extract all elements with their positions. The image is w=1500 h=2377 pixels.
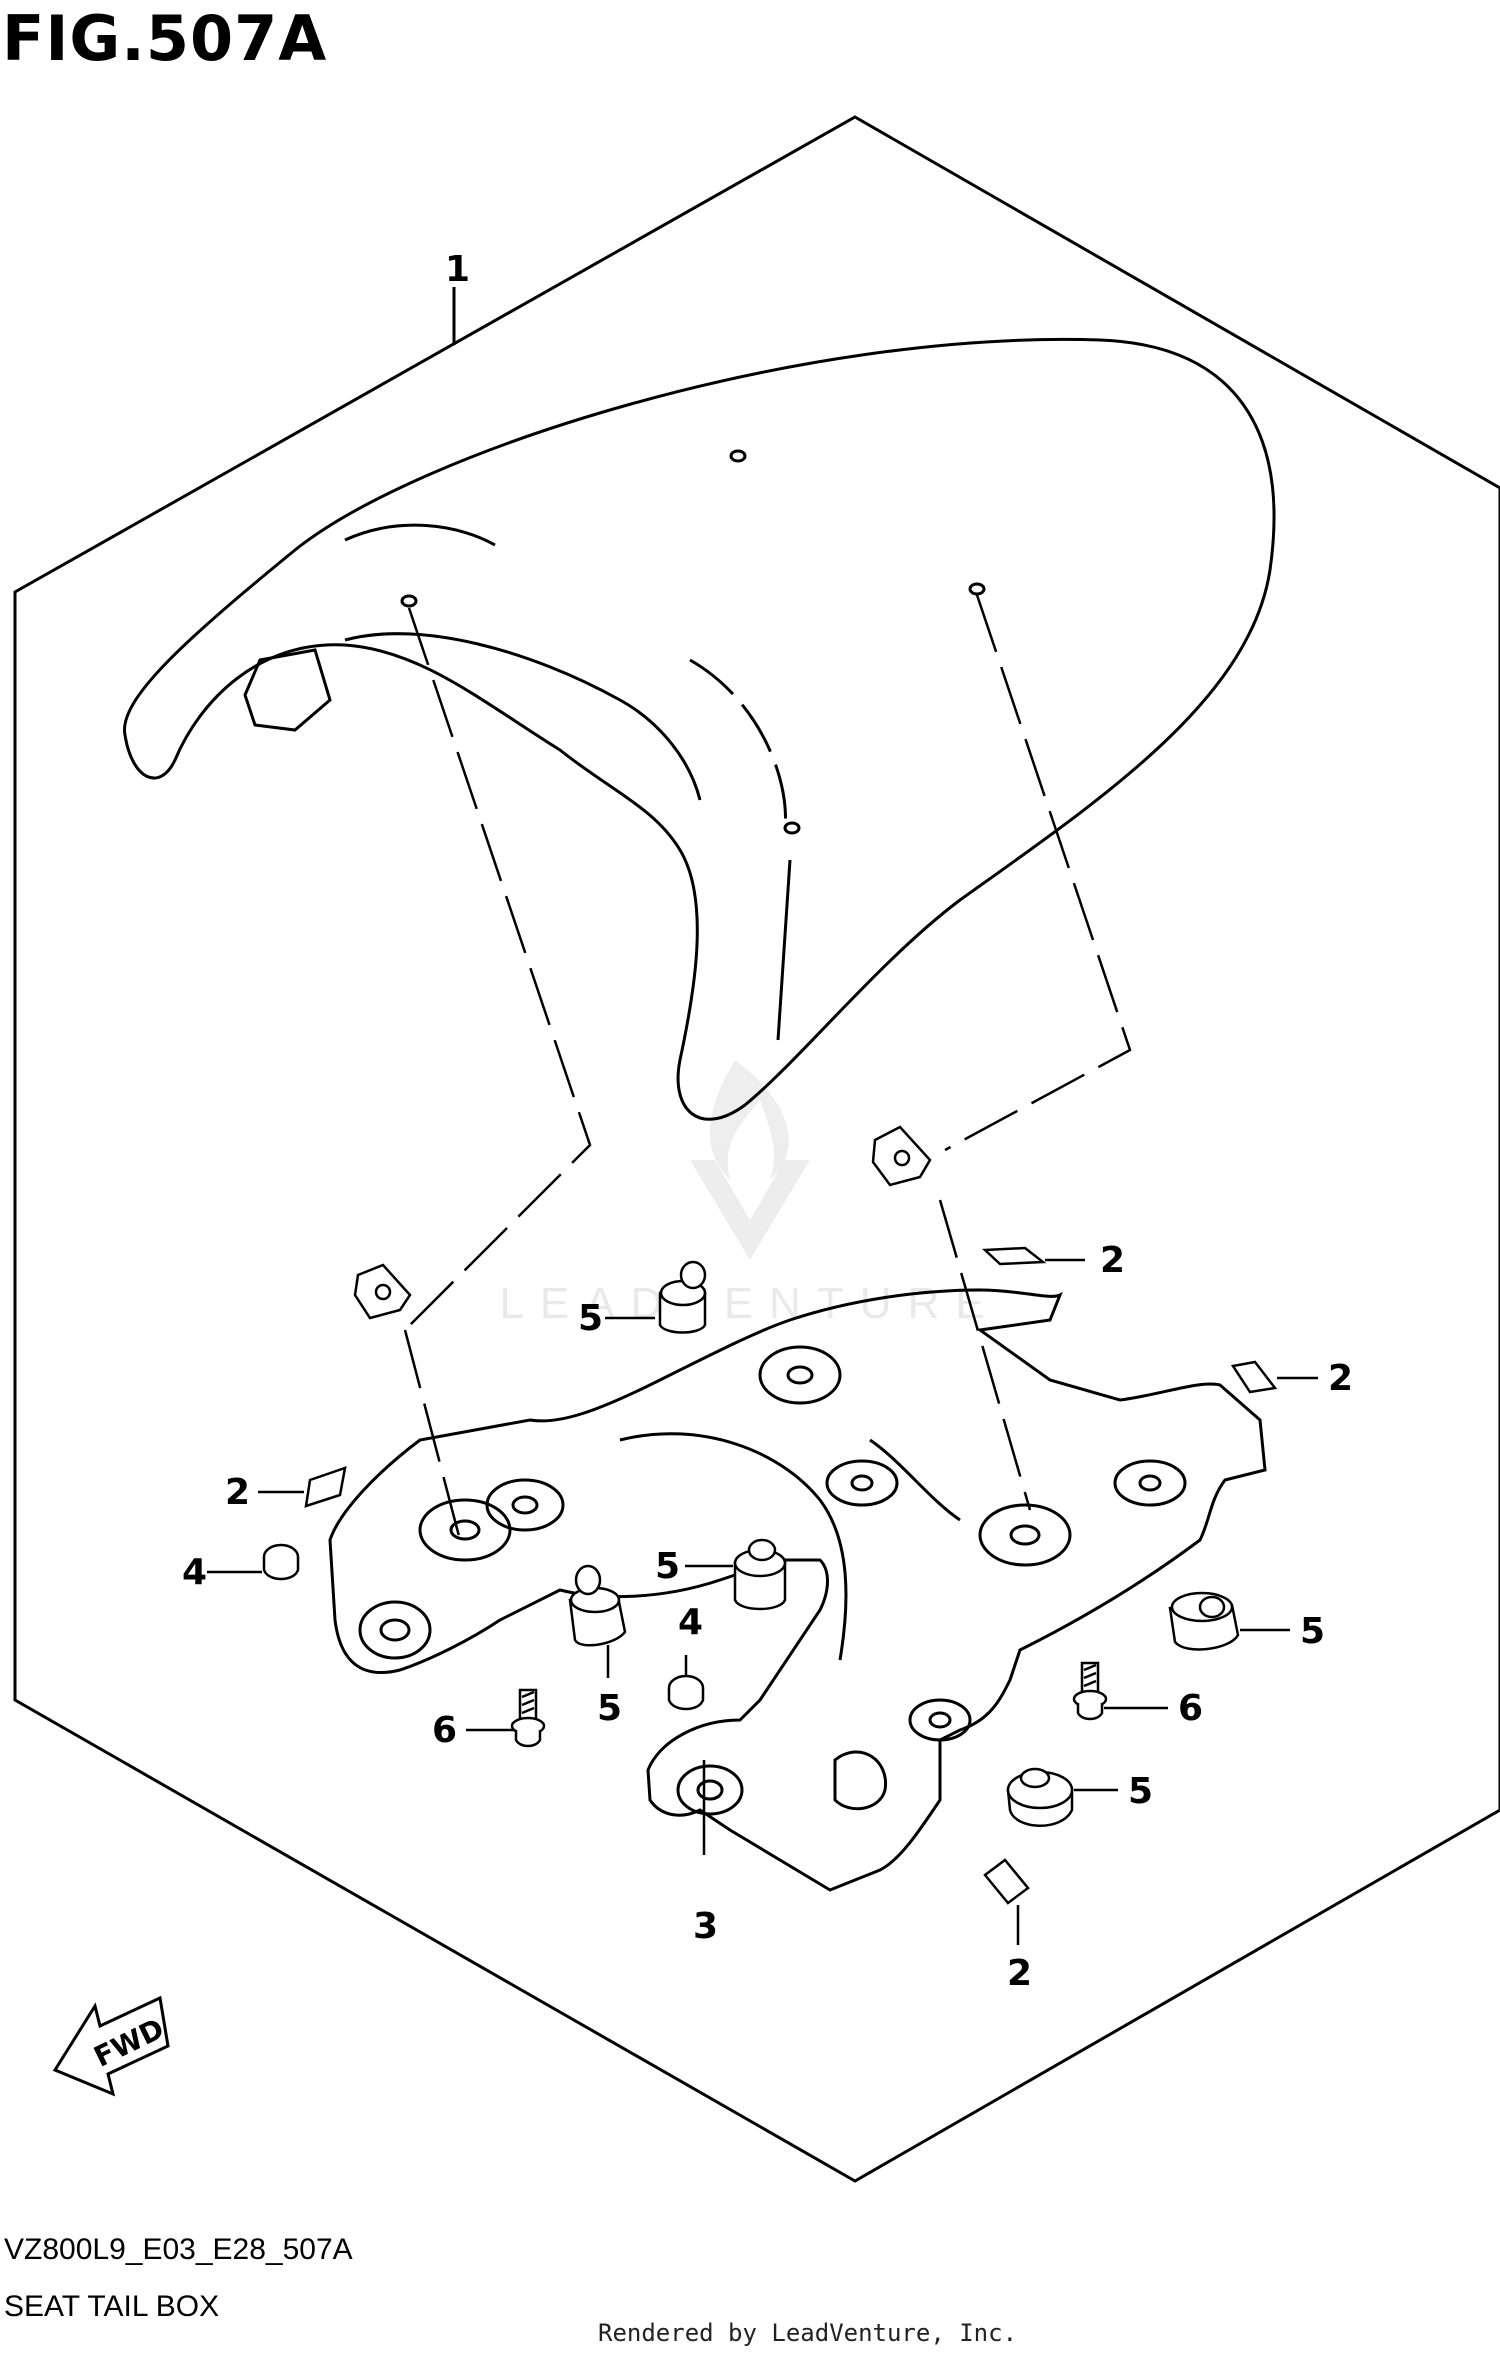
callout-5: 5	[597, 1688, 622, 1729]
pad-left	[304, 1466, 347, 1508]
callout-2: 2	[225, 1472, 250, 1513]
part-1-seat-tail-cover	[123, 337, 1276, 1121]
pad-bottom	[983, 1858, 1030, 1905]
callout-5: 5	[1300, 1611, 1325, 1652]
callout-2: 2	[1100, 1240, 1125, 1281]
figure-title: FIG.507A	[2, 2, 328, 75]
callout-4: 4	[182, 1552, 207, 1593]
pad-right	[1230, 1360, 1278, 1394]
bolt-right	[1072, 1661, 1108, 1721]
callout-3: 3	[693, 1906, 718, 1947]
pad-top	[981, 1246, 1047, 1266]
clip-nut-left	[353, 1263, 412, 1320]
cushion-top	[658, 1260, 707, 1334]
watermark-logo: LEADVENTURE	[499, 1060, 1000, 1328]
part-2-pads	[304, 1246, 1278, 1905]
cushion-left	[568, 1564, 627, 1647]
callout-2: 2	[1328, 1358, 1353, 1399]
hexagon-frame	[13, 115, 1500, 2183]
clip-nut-right	[871, 1125, 932, 1187]
mount-hole	[400, 594, 418, 608]
alignment-lines	[403, 594, 1132, 1541]
mount-hole	[783, 821, 801, 835]
cushion-right	[1168, 1591, 1240, 1651]
section-name: SEAT TAIL BOX	[4, 2290, 220, 2323]
part-4-grommets	[262, 1543, 705, 1711]
watermark-text: LEADVENTURE	[499, 1279, 1000, 1328]
part-5-cushions	[568, 1260, 1240, 1827]
cushion-bottom	[1006, 1767, 1074, 1827]
callout-5: 5	[578, 1298, 603, 1339]
part-3-tray-bracket	[328, 1288, 1267, 1892]
callout-5: 5	[655, 1546, 680, 1587]
mount-hole	[968, 582, 986, 596]
fwd-direction-arrow: FWD	[52, 1995, 170, 2097]
callout-5: 5	[1128, 1771, 1153, 1812]
mount-hole	[729, 449, 747, 463]
callout-4: 4	[678, 1602, 703, 1643]
render-credit: Rendered by LeadVenture, Inc.	[598, 2319, 1018, 2347]
part-6-bolts	[510, 1661, 1108, 1748]
callout-leaders	[207, 1258, 1318, 1945]
callout-6: 6	[432, 1710, 457, 1751]
callout-1: 1	[445, 249, 470, 290]
callout-2: 2	[1007, 1953, 1032, 1994]
model-code: VZ800L9_E03_E28_507A	[4, 2233, 353, 2266]
callout-6: 6	[1178, 1688, 1203, 1729]
cushion-center	[733, 1538, 787, 1611]
bolt-left	[510, 1688, 546, 1748]
